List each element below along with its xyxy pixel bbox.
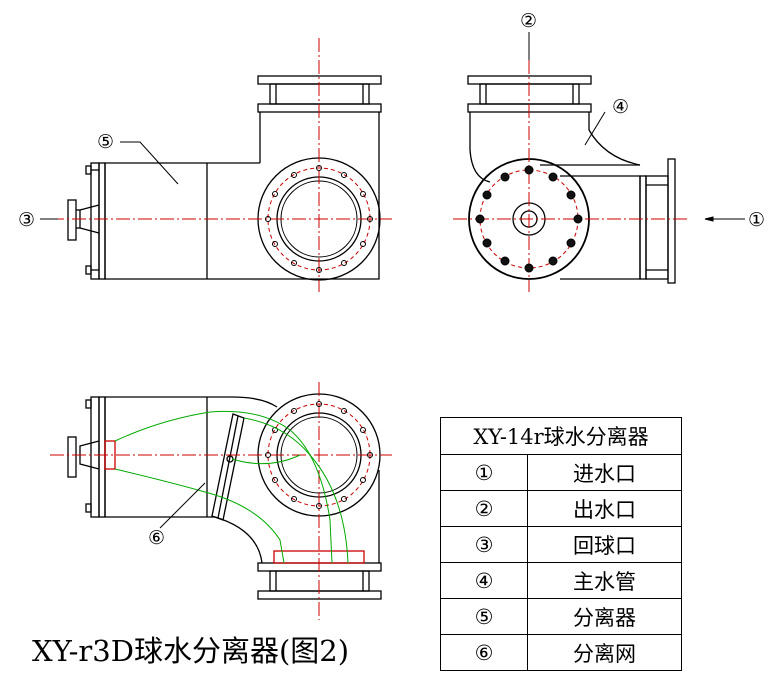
legend-header: XY-14r球水分离器 (440, 417, 682, 455)
legend-row: ⑤ 分离器 (440, 598, 682, 635)
front-view (67, 75, 382, 281)
legend-number: ③ (440, 526, 528, 563)
legend-name: 出水口 (527, 490, 682, 527)
legend-name: 分离器 (527, 598, 682, 635)
legend-name: 进水口 (527, 454, 682, 491)
legend-row: ④ 主水管 (440, 562, 682, 599)
drawing-title: XY-r3D球水分离器(图2) (32, 634, 350, 668)
legend-row: ③ 回球口 (440, 526, 682, 563)
legend-number: ⑤ (440, 598, 528, 635)
legend-row: ② 出水口 (440, 490, 682, 527)
marker-return-port: ③ (18, 209, 35, 231)
legend-number: ④ (440, 562, 528, 599)
legend-row: ⑥ 分离网 (440, 634, 682, 671)
top-view (67, 393, 382, 600)
marker-separator: ⑤ (97, 131, 114, 153)
legend-number: ② (440, 490, 528, 527)
legend-table: XY-14r球水分离器 ① 进水口 ② 出水口 ③ 回球口 ④ 主水管 ⑤ 分离… (440, 417, 682, 671)
marker-main-pipe: ④ (612, 96, 629, 118)
separator-mesh (114, 410, 349, 564)
legend-number: ⑥ (440, 634, 528, 671)
legend-number: ① (440, 454, 528, 491)
legend-name: 分离网 (527, 634, 682, 671)
marker-inlet: ① (748, 209, 765, 231)
legend-name: 回球口 (527, 526, 682, 563)
legend-name: 主水管 (527, 562, 682, 599)
marker-separator-mesh: ⑥ (148, 527, 165, 549)
end-cover-bolts (475, 165, 583, 273)
legend-row: ① 进水口 (440, 454, 682, 491)
marker-outlet: ② (520, 10, 537, 32)
legend-header-row: XY-14r球水分离器 (440, 417, 682, 455)
side-view (467, 75, 676, 284)
bolt-holes (265, 165, 373, 509)
